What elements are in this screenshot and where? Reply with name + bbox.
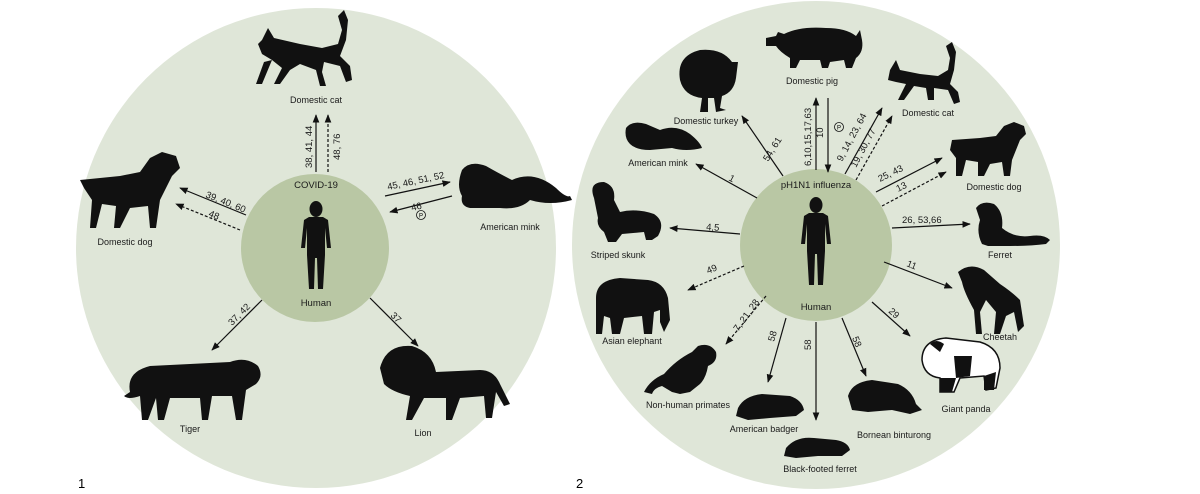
node-label: Cheetah (983, 332, 1017, 342)
dashed-arrow (725, 295, 767, 345)
solid-arrow (741, 115, 784, 177)
p-badge-label: P (419, 214, 423, 220)
reference-text: 58 (766, 330, 779, 343)
node-label: American mink (480, 222, 540, 232)
solid-arrow (695, 163, 758, 199)
reference-text: 11 (905, 259, 918, 273)
panel-1: COVID-19 Human 1 Domestic cat 38, 41, 44… (76, 8, 572, 491)
reference-text: 38, 41, 44 (304, 126, 315, 168)
elephant-icon (596, 278, 670, 334)
reference-text: 13 (894, 180, 908, 195)
node-bornean-binturong: Bornean binturong 58 (841, 317, 931, 440)
p-badge (834, 122, 844, 132)
node-american-badger: American badger 58 (730, 317, 804, 434)
mink-icon (625, 122, 702, 150)
solid-arrow (669, 225, 741, 235)
dog-icon (950, 122, 1026, 176)
node-label: Ferret (988, 250, 1013, 260)
reference-text: 48 (207, 209, 221, 223)
mink-icon (459, 163, 572, 209)
reference-text: 4,5 (706, 222, 720, 234)
ferret-icon (976, 202, 1050, 246)
node-label: Domestic turkey (674, 116, 739, 126)
node-label: Domestic dog (97, 237, 152, 247)
node-asian-elephant: Asian elephant 49 (596, 263, 745, 346)
node-label: Bornean binturong (857, 430, 931, 440)
node-label: Non-human primates (646, 400, 731, 410)
node-ferret: Ferret 26, 53,66 (891, 202, 1050, 260)
center-title: pH1N1 influenza (781, 180, 852, 191)
node-label: Tiger (180, 424, 200, 434)
dashed-arrow (855, 115, 893, 181)
solid-arrow (766, 317, 787, 383)
node-label: Black-footed ferret (783, 464, 857, 474)
node-label: Domestic dog (966, 182, 1021, 192)
solid-arrow (179, 187, 247, 216)
reference-text: 6,10,15,17,63 (803, 108, 814, 166)
panel-number: 2 (576, 476, 583, 491)
reference-text: 58 (849, 335, 863, 349)
dashed-arrow (881, 171, 947, 207)
reference-text: 10 (815, 127, 826, 138)
solid-arrow (891, 221, 971, 229)
solid-arrow (871, 301, 911, 337)
reference-text: 49 (705, 263, 719, 277)
node-black-footed-ferret: Black-footed ferret 58 (783, 322, 857, 474)
node-label: Domestic cat (902, 108, 955, 118)
ferret-icon (784, 437, 850, 458)
panel-2: pH1N1 influenza Human 2 Domestic pig 6,1… (572, 1, 1060, 491)
solid-arrow (211, 299, 263, 351)
primate-icon (644, 344, 717, 394)
node-domestic-pig: Domestic pig 6,10,15,17,63 10 P (766, 27, 863, 173)
node-label: Asian elephant (602, 336, 662, 346)
reference-text: 58 (803, 339, 814, 350)
solid-arrow-reverse (389, 195, 453, 214)
node-striped-skunk: Striped skunk 4,5 (591, 182, 741, 260)
dashed-arrow (687, 265, 745, 291)
tiger-icon (124, 359, 261, 420)
node-label: Giant panda (941, 404, 990, 414)
node-label: Striped skunk (591, 250, 646, 260)
lion-icon (380, 345, 510, 420)
reference-text: 1 (727, 173, 737, 185)
center-subtitle: Human (801, 302, 832, 313)
solid-arrow (883, 261, 953, 289)
solid-arrow (841, 317, 867, 377)
pig-icon (766, 27, 863, 69)
turkey-icon (679, 49, 738, 112)
node-giant-panda: Giant panda 29 (871, 301, 1001, 414)
node-label: Lion (414, 428, 431, 438)
node-label: Domestic cat (290, 95, 343, 105)
reference-text: 48, 76 (332, 134, 343, 160)
binturong-icon (848, 380, 922, 414)
solid-arrow (384, 180, 451, 197)
center-title: COVID-19 (294, 180, 338, 191)
badger-icon (736, 394, 804, 420)
center-subtitle: Human (301, 298, 332, 309)
dog-icon (80, 152, 180, 228)
dashed-arrow (175, 203, 241, 231)
solid-arrow (369, 297, 419, 347)
node-label: American mink (628, 158, 688, 168)
cat-icon (256, 10, 352, 86)
cat-icon (888, 42, 960, 104)
solid-arrow (844, 107, 883, 175)
solid-arrow (875, 157, 943, 193)
reference-text: 26, 53,66 (902, 215, 942, 226)
p-badge (416, 210, 426, 220)
cheetah-icon (958, 266, 1024, 334)
node-label: American badger (730, 424, 799, 434)
p-badge-label: P (837, 126, 841, 132)
node-domestic-cat: Domestic cat 38, 41, 44 48, 76 (256, 10, 352, 172)
panel-number: 1 (78, 476, 85, 491)
node-american-mink: American mink 1 (625, 122, 758, 199)
skunk-icon (592, 182, 662, 242)
node-label: Domestic pig (786, 76, 838, 86)
node-cheetah: Cheetah 11 (883, 259, 1024, 342)
panda-patches (930, 341, 996, 392)
